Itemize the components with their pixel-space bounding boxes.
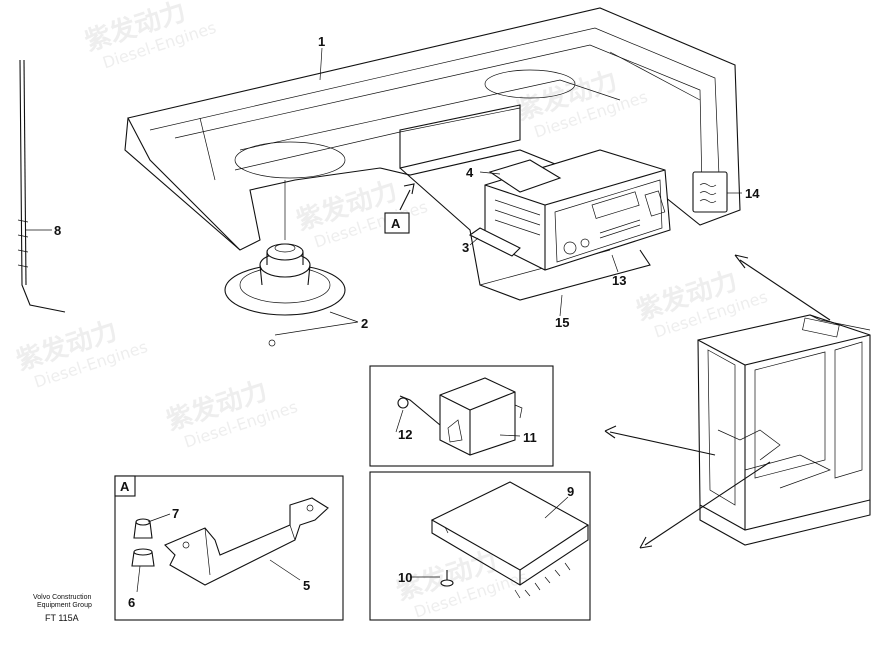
label-card	[692, 171, 728, 213]
roof-panel	[124, 7, 741, 251]
figure-code: FT 115A	[45, 613, 79, 623]
label-part-11: 11	[523, 430, 537, 445]
label-part-13: 13	[612, 273, 626, 288]
label-part-14: 14	[745, 186, 760, 201]
speaker	[224, 180, 346, 347]
antenna	[17, 59, 66, 313]
company-line-2: Equipment Group	[37, 602, 92, 609]
label-part-7: 7	[172, 506, 179, 521]
label-part-15: 15	[555, 315, 569, 330]
panel-11-12	[369, 365, 554, 467]
radio-bracket-bar	[468, 227, 521, 257]
view-a-label: A	[391, 216, 401, 231]
label-part-6: 6	[128, 595, 135, 610]
view-a-callout: A	[384, 183, 415, 234]
label-part-5: 5	[303, 578, 310, 593]
label-part-4: 4	[466, 165, 474, 180]
label-part-1: 1	[318, 34, 325, 49]
label-part-10: 10	[398, 570, 412, 585]
radio-top-plate	[488, 159, 562, 193]
leader-lines	[25, 47, 831, 593]
label-part-9: 9	[567, 484, 574, 499]
part-labels: 1 2 3 4 5 6 7 8 9 10 11 12 13 14 15	[54, 34, 760, 610]
label-part-3: 3	[462, 240, 469, 255]
panel-view-a: A	[114, 475, 344, 621]
panel-9-10	[369, 471, 591, 621]
footer: Volvo Construction Equipment Group FT 11…	[33, 594, 92, 623]
label-part-8: 8	[54, 223, 61, 238]
label-part-2: 2	[361, 316, 368, 331]
cab-overview	[697, 314, 871, 546]
label-part-12: 12	[398, 427, 412, 442]
panel-a-letter: A	[120, 479, 130, 494]
watermark-layer: 紫发动力 Diesel-Engines 紫发动力 Diesel-Engines …	[13, 0, 770, 622]
company-line-1: Volvo Construction	[33, 594, 91, 601]
